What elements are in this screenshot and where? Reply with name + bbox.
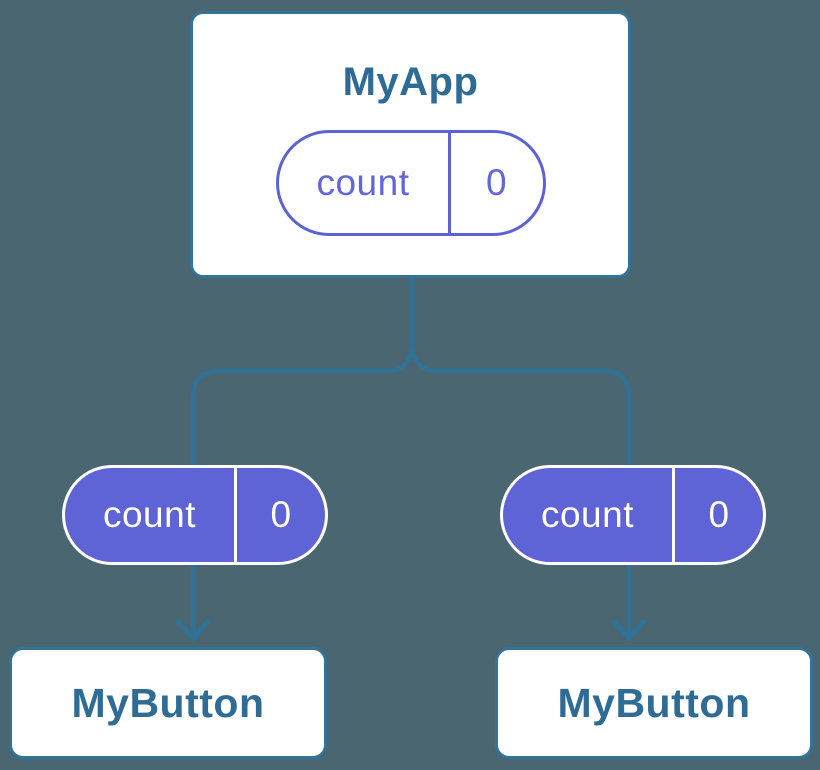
pill-divider: [672, 468, 675, 562]
pill-divider: [447, 133, 451, 233]
arrowhead-right-icon: [611, 618, 647, 642]
pill-divider: [234, 468, 237, 562]
component-label-mybutton: MyButton: [71, 679, 265, 726]
prop-value: 0: [708, 494, 730, 535]
component-node-mybutton-left: MyButton: [9, 647, 327, 759]
component-node-mybutton-right: MyButton: [495, 647, 813, 759]
connector-left: [190, 278, 415, 636]
component-node-myapp: MyApp count 0: [190, 11, 631, 278]
prop-name: count: [102, 494, 196, 535]
prop-value: 0: [270, 494, 292, 535]
component-label-myapp: MyApp: [342, 60, 479, 104]
prop-pill-right: count 0: [500, 465, 766, 565]
arrowhead-left-icon: [175, 618, 211, 642]
prop-name: count: [540, 494, 634, 535]
state-name: count: [316, 162, 410, 203]
connector-right: [409, 278, 632, 636]
prop-pill-left: count 0: [62, 465, 328, 565]
component-label-mybutton: MyButton: [557, 679, 751, 726]
state-pill-myapp: count 0: [275, 130, 546, 236]
state-value: 0: [485, 162, 508, 203]
